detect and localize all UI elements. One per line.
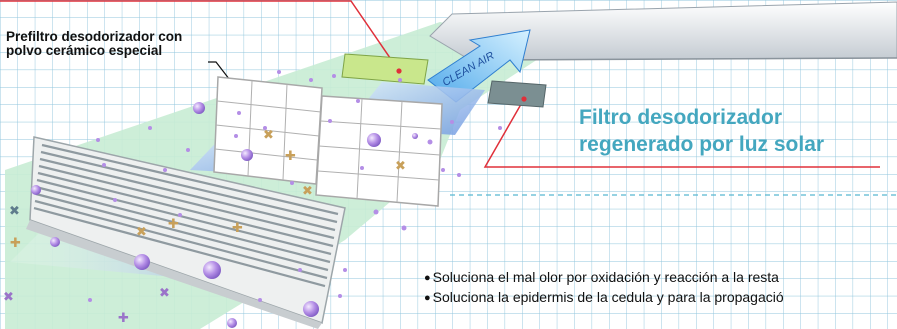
prefilter-panel-left: [213, 76, 323, 185]
filter-label-line-2: regenerado por luz solar: [579, 133, 825, 156]
bullet-icon: ●: [424, 272, 431, 284]
benefits-list: ●Soluciona el mal olor por oxidación y r…: [424, 268, 897, 308]
prefilter-label: Prefiltro desodorizador con polvo cerámi…: [6, 30, 182, 58]
svg-text:✖: ✖: [9, 204, 20, 219]
svg-text:✖: ✖: [3, 290, 14, 305]
air-conditioner-unit: [429, 1, 897, 61]
svg-text:✖: ✖: [302, 184, 313, 199]
svg-text:✚: ✚: [168, 217, 179, 232]
bullet-icon: ●: [424, 292, 431, 304]
pointer-line-right: [483, 98, 880, 168]
benefit-item: ●Soluciona la epidermis de la cedula y p…: [424, 288, 897, 308]
svg-text:✚: ✚: [232, 221, 243, 236]
svg-text:✖: ✖: [159, 286, 170, 301]
svg-text:✖: ✖: [395, 159, 406, 174]
filter-pointer-dot: [521, 96, 527, 102]
filter-label: Filtro desodorizador regenerado por luz …: [579, 104, 824, 158]
filter-pointer-dot: [396, 68, 402, 74]
prefilter-panel-right: [315, 95, 443, 207]
prefilter-label-line-2: polvo cerámico especial: [6, 43, 163, 58]
benefit-text: Soluciona la epidermis de la cedula y pa…: [432, 289, 784, 305]
prefilter-label-line-1: Prefiltro desodorizador con: [6, 29, 183, 44]
svg-text:✚: ✚: [118, 311, 129, 326]
odor-molecules: ✖ ✚ ✖ ✚ ✖ ✖ ✚ ✖ ✚ ✖ ✚ ✖: [3, 128, 406, 326]
odor-particles: [31, 70, 502, 328]
svg-text:✖: ✖: [136, 225, 147, 240]
front-grille: [26, 136, 346, 329]
benefit-text: Soluciona el mal olor por oxidación y re…: [432, 269, 779, 285]
deodorizing-filter-green: [341, 53, 429, 85]
pointer-line-prefilter: [208, 61, 234, 85]
svg-text:✖: ✖: [263, 128, 274, 143]
pointer-line-top: [0, 0, 400, 72]
benefit-item: ●Soluciona el mal olor por oxidación y r…: [424, 268, 897, 288]
deodorizing-filter-dark: [487, 80, 547, 108]
svg-text:✚: ✚: [10, 236, 21, 251]
filter-label-line-1: Filtro desodorizador: [579, 106, 783, 129]
svg-text:✚: ✚: [285, 149, 296, 164]
